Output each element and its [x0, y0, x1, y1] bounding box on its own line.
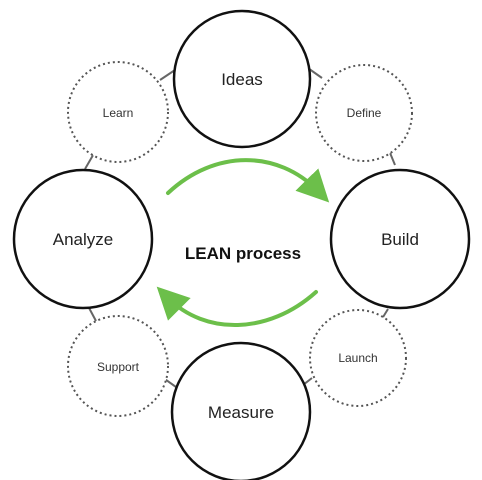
minor-node-launch-label: Launch [338, 351, 377, 365]
main-node-measure-circle [170, 341, 312, 480]
minor-node-define-label: Define [347, 106, 382, 120]
minor-node-learn: Learn [67, 61, 169, 163]
minor-node-launch: Launch [309, 309, 407, 407]
main-node-ideas: Ideas [172, 9, 312, 149]
main-node-build-circle [329, 168, 471, 310]
main-node-analyze-circle [12, 168, 154, 310]
minor-node-learn-circle [67, 61, 169, 163]
main-node-measure-label: Measure [208, 403, 274, 422]
cycle-arrow-top [166, 158, 330, 203]
minor-node-support-circle [67, 315, 169, 417]
minor-node-define-circle [315, 64, 413, 162]
minor-node-support-label: Support [97, 360, 140, 374]
main-node-analyze: Analyze [12, 168, 154, 310]
main-node-build: Build [329, 168, 471, 310]
center-label: LEAN process [185, 244, 301, 263]
main-node-measure: Measure [170, 341, 312, 480]
main-node-ideas-circle [172, 9, 312, 149]
minor-node-support: Support [67, 315, 169, 417]
main-node-build-label: Build [381, 230, 419, 249]
main-node-analyze-label: Analyze [53, 230, 113, 249]
minor-node-define: Define [315, 64, 413, 162]
cycle-arrow-bottom [156, 286, 318, 327]
minor-node-learn-label: Learn [103, 106, 134, 120]
minor-node-launch-circle [309, 309, 407, 407]
main-node-ideas-label: Ideas [221, 70, 263, 89]
